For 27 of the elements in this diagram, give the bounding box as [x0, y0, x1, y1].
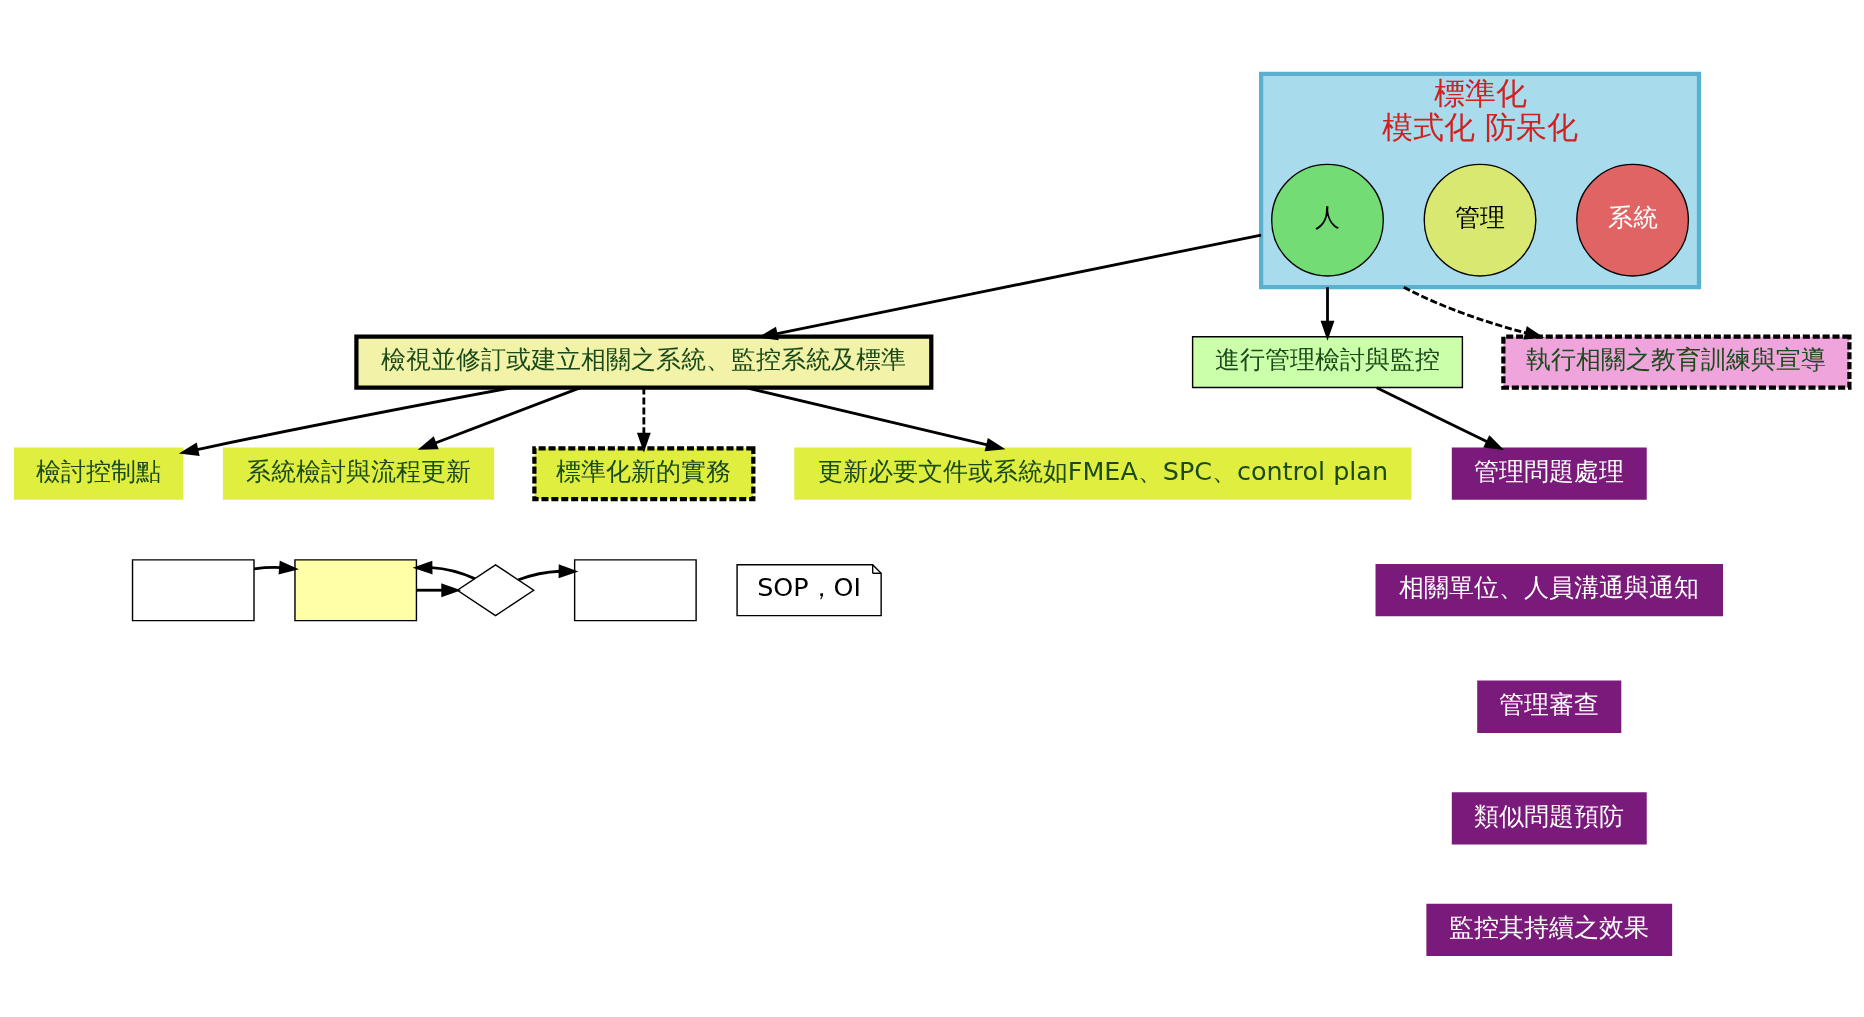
arrow	[636, 387, 651, 452]
node-diamond	[456, 563, 535, 616]
node-box: 管理審查	[1477, 680, 1622, 733]
node-box	[294, 558, 418, 621]
node-box: 檢視並修訂或建立相關之系統、監控系統及標準	[354, 334, 934, 390]
node-box: 更新必要文件或系統如FMEA、SPC、control plan	[794, 447, 1412, 500]
node-box	[573, 558, 697, 621]
node-box: 相關單位、人員溝通與通知	[1375, 563, 1723, 616]
node-circle: 系統	[1576, 163, 1690, 277]
node-circle: 管理	[1423, 163, 1537, 277]
node-box: 監控其持續之效果	[1426, 903, 1673, 956]
node-box: 進行管理檢討與監控	[1191, 335, 1464, 388]
arrow	[518, 563, 579, 581]
node-box	[131, 558, 255, 621]
arrow	[416, 582, 462, 597]
arrow	[1376, 385, 1505, 450]
node-box: 系統檢討與流程更新	[222, 447, 495, 500]
node-circle: 人	[1271, 163, 1384, 277]
arrow	[412, 560, 476, 580]
node-box: 類似問題預防	[1451, 791, 1647, 844]
node-box: 檢討控制點	[13, 447, 184, 500]
arrow	[1320, 286, 1335, 341]
arrow	[254, 560, 299, 574]
node-box: 管理問題處理	[1451, 447, 1647, 500]
arrow	[1403, 285, 1545, 339]
node-box: 標準化新的實務	[532, 445, 756, 501]
node-box: 執行相關之教育訓練與宣導	[1501, 334, 1852, 390]
